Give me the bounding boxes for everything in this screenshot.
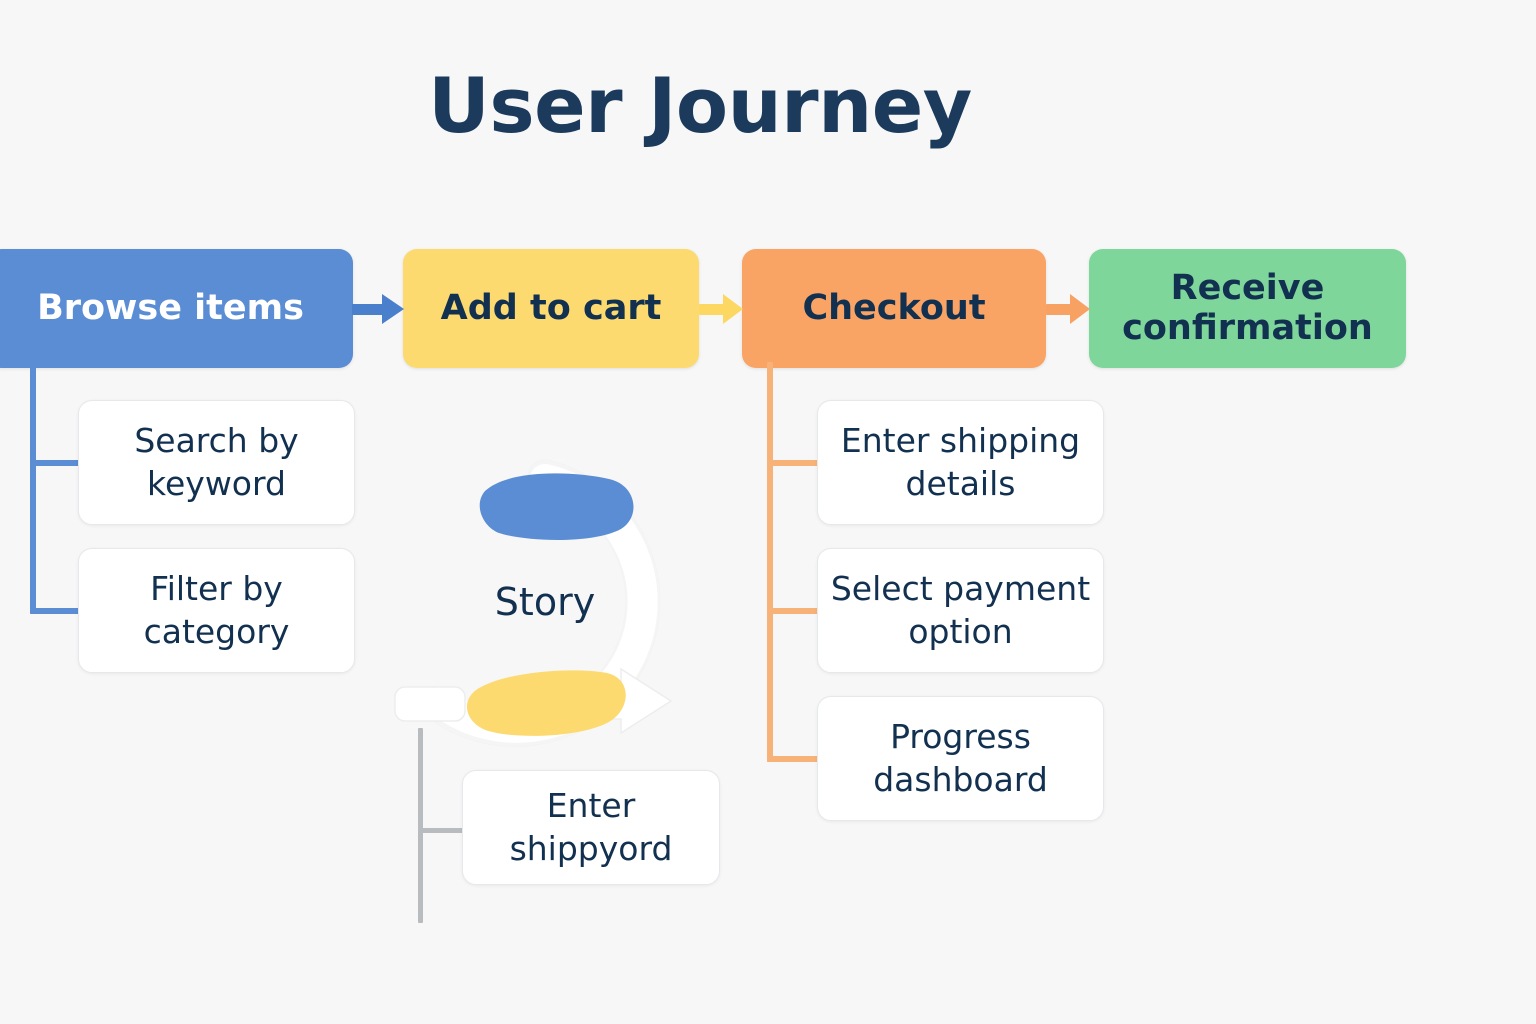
- connector-story-branch-1: [418, 828, 468, 833]
- stage-box-checkout[interactable]: Checkout: [742, 249, 1046, 368]
- flow-arrow-checkout-to-confirmation-icon: [1046, 294, 1090, 324]
- stage-box-browse-items[interactable]: Browse items: [0, 249, 353, 368]
- subcard-select-payment-option[interactable]: Select payment option: [817, 548, 1104, 673]
- connector-browse-branch-2: [30, 608, 82, 614]
- story-cycle-label: Story: [494, 580, 596, 624]
- connector-checkout-branch-3: [767, 756, 822, 762]
- flow-arrow-cart-to-checkout-icon: [699, 294, 743, 324]
- connector-story-trunk: [418, 728, 423, 923]
- connector-browse-trunk: [30, 362, 36, 614]
- subcard-search-by-keyword[interactable]: Search by keyword: [78, 400, 355, 525]
- page-title: User Journey: [428, 61, 972, 150]
- subcard-label: Enter shipping details: [840, 421, 1081, 503]
- connector-checkout-branch-1: [767, 460, 822, 466]
- stage-box-receive-confirmation[interactable]: Receive confirmation: [1089, 249, 1406, 368]
- connector-checkout-branch-2: [767, 608, 822, 614]
- stage-label: Receive confirmation: [1122, 268, 1373, 348]
- subcard-label: Enter shippyord: [509, 786, 673, 868]
- connector-browse-branch-1: [30, 460, 82, 466]
- arrow-head: [723, 294, 743, 324]
- stage-label: Add to cart: [440, 287, 662, 328]
- flow-arrow-browse-to-cart-icon: [352, 294, 404, 324]
- arrow-shaft: [352, 304, 384, 315]
- arrow-head: [1070, 294, 1090, 324]
- stage-label: Checkout: [802, 287, 986, 328]
- arrow-shaft: [1046, 304, 1072, 315]
- stage-box-add-to-cart[interactable]: Add to cart: [403, 249, 699, 368]
- cycle-arrows-icon: [385, 455, 705, 755]
- subcard-progress-dashboard[interactable]: Progress dashboard: [817, 696, 1104, 821]
- subcard-label: Progress dashboard: [873, 717, 1048, 799]
- subcard-filter-by-category[interactable]: Filter by category: [78, 548, 355, 673]
- arrow-head: [382, 294, 404, 324]
- stage-label: Browse items: [37, 287, 304, 328]
- subcard-label: Select payment option: [830, 569, 1091, 651]
- connector-checkout-trunk: [767, 362, 773, 762]
- subcard-enter-shipping-details[interactable]: Enter shipping details: [817, 400, 1104, 525]
- subcard-enter-shippyord[interactable]: Enter shippyord: [462, 770, 720, 885]
- arrow-shaft: [699, 304, 725, 315]
- subcard-label: Filter by category: [143, 569, 290, 651]
- subcard-label: Search by keyword: [134, 421, 299, 503]
